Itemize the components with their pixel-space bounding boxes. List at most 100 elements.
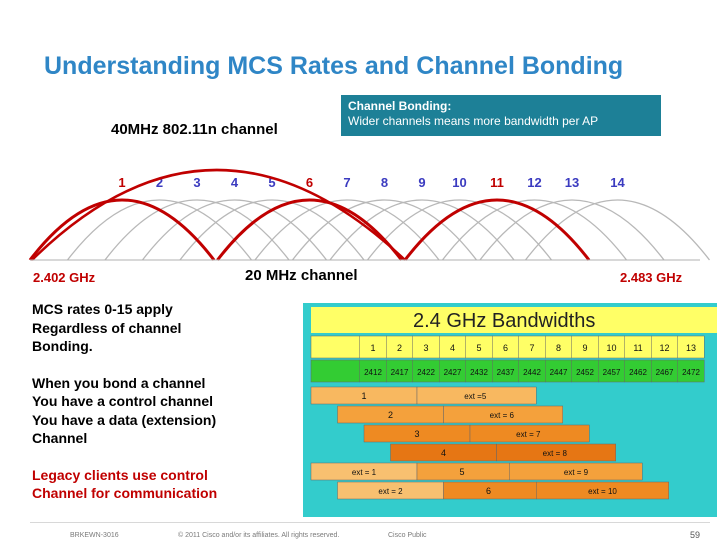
note-line: MCS rates 0-15 apply xyxy=(32,301,173,317)
ctrl-label: 5 xyxy=(460,467,465,477)
table-channel-8: 8 xyxy=(556,343,561,353)
channel-arc-4 xyxy=(141,199,328,261)
freq-spacer xyxy=(310,359,360,383)
ch40-label: 40MHz 802.11n channel xyxy=(111,121,278,138)
ext-upper-bar xyxy=(509,462,643,481)
channel-number-10: 10 xyxy=(452,175,466,190)
ext-bar xyxy=(469,424,590,443)
table-freq-2427: 2427 xyxy=(444,368,462,377)
channel-number-3: 3 xyxy=(193,175,200,190)
table-freq-2472: 2472 xyxy=(682,368,700,377)
note-line: You have a control channel xyxy=(32,393,214,409)
ext-bar xyxy=(496,443,616,462)
table-channel-5: 5 xyxy=(476,343,481,353)
channel-number-13: 13 xyxy=(565,175,579,190)
table-freq-2442: 2442 xyxy=(523,368,541,377)
page-title: Understanding MCS Rates and Channel Bond… xyxy=(44,52,624,80)
note-line: You have a data (extension) xyxy=(32,411,217,428)
ch20-label: 20 MHz channel xyxy=(245,267,358,284)
footer-code: BRKEWN-3016 xyxy=(70,532,119,539)
note-line: Channel for communication xyxy=(32,485,218,501)
table-freq-2437: 2437 xyxy=(497,368,515,377)
channel-number-14: 14 xyxy=(610,175,625,190)
ext-lower-label: ext = 2 xyxy=(378,487,403,496)
freq-right-label: 2.483 GHz xyxy=(620,270,683,285)
channel-arc-12 xyxy=(441,199,628,261)
table-bars: 1 ext =5 2 ext = 6 3 ext = 7 4 ext = 8 ext = 1 5 e… xyxy=(310,386,669,500)
ext-label: ext = 6 xyxy=(490,411,515,420)
ext-upper-bar xyxy=(536,481,669,500)
ctrl-label: 4 xyxy=(441,448,446,458)
freq-cell xyxy=(677,359,705,383)
table-channel-7: 7 xyxy=(529,343,534,353)
channel-arc-9 xyxy=(329,199,515,261)
channel-arc-8 xyxy=(291,199,478,261)
ext-upper-label: ext = 10 xyxy=(588,487,617,496)
ext-lower-label: ext = 1 xyxy=(352,468,377,477)
channel-number-12: 12 xyxy=(527,175,541,190)
notes-text: MCS rates 0-15 apply Regardless of chann… xyxy=(32,300,302,503)
ext-label: ext = 7 xyxy=(516,430,541,439)
table-channel-1: 1 xyxy=(370,343,375,353)
channel-arc-1 xyxy=(28,198,216,261)
table-channel-6: 6 xyxy=(503,343,508,353)
channel-number-2: 2 xyxy=(156,175,163,190)
table-freq-2457: 2457 xyxy=(603,368,621,377)
channel-number-11: 11 xyxy=(490,175,504,190)
ctrl-label: 6 xyxy=(486,486,491,496)
channel-bonding-callout: Channel Bonding: Wider channels means mo… xyxy=(341,95,661,136)
note-line: When you bond a channel xyxy=(32,374,206,391)
channel-header-cell xyxy=(677,335,705,359)
channel-arc-7 xyxy=(254,199,440,261)
note-line: Bonding. xyxy=(32,338,93,354)
channel-arc-6 xyxy=(216,198,403,261)
page-number: 59 xyxy=(690,530,701,540)
channel-arc-10 xyxy=(366,199,553,261)
header-spacer xyxy=(310,335,360,359)
callout-heading: Channel Bonding: xyxy=(348,99,452,113)
ctrl-label: 2 xyxy=(388,410,393,420)
table-channel-4: 4 xyxy=(450,343,455,353)
bandwidth-table-image: 2.4 GHz Bandwidths 1 2412 2 2417 3 2422 4 2427 5… xyxy=(303,303,717,517)
table-channel-3: 3 xyxy=(423,343,428,353)
ctrl-label: 1 xyxy=(361,391,366,401)
channel-number-8: 8 xyxy=(381,175,388,190)
callout-body: Wider channels means more bandwidth per … xyxy=(348,114,599,128)
channel-number-5: 5 xyxy=(268,175,275,190)
table-freq-2452: 2452 xyxy=(576,368,594,377)
table-freq-2467: 2467 xyxy=(656,368,674,377)
freq-left-label: 2.402 GHz xyxy=(33,270,96,285)
channel-arc-5 xyxy=(179,199,365,261)
ext-upper-label: ext = 9 xyxy=(564,468,589,477)
table-header: 1241222417324224242752432624377244282447… xyxy=(310,335,705,383)
channel-number-1: 1 xyxy=(118,175,125,190)
table-freq-2432: 2432 xyxy=(470,368,488,377)
bonded-40mhz-arc xyxy=(31,168,406,261)
table-channel-11: 11 xyxy=(633,343,642,353)
ext-bar xyxy=(443,405,563,424)
channel-arcs xyxy=(28,168,711,261)
note-line: Regardless of channel xyxy=(32,319,182,336)
table-freq-2417: 2417 xyxy=(391,368,409,377)
table-freq-2422: 2422 xyxy=(417,368,435,377)
table-freq-2447: 2447 xyxy=(550,368,568,377)
channel-arc-11 xyxy=(403,198,591,261)
table-freq-2412: 2412 xyxy=(364,368,382,377)
footer-classification: Cisco Public xyxy=(388,532,427,539)
channel-arc-14 xyxy=(524,199,711,261)
table-title: 2.4 GHz Bandwidths xyxy=(413,310,595,332)
channel-number-9: 9 xyxy=(418,175,425,190)
table-channel-13: 13 xyxy=(686,343,696,353)
table-title-bar xyxy=(311,307,717,333)
ext-label: ext =5 xyxy=(464,392,487,401)
footer-divider xyxy=(30,522,710,523)
table-channel-9: 9 xyxy=(582,343,587,353)
table-freq-2462: 2462 xyxy=(629,368,647,377)
ext-label: ext = 8 xyxy=(543,449,568,458)
ctrl-label: 3 xyxy=(414,429,419,439)
channel-number-7: 7 xyxy=(343,175,350,190)
footer: BRKEWN-3016 © 2011 Cisco and/or its affi… xyxy=(0,527,728,546)
channel-number-4: 4 xyxy=(231,175,239,190)
note-line: Legacy clients use control xyxy=(32,466,208,483)
